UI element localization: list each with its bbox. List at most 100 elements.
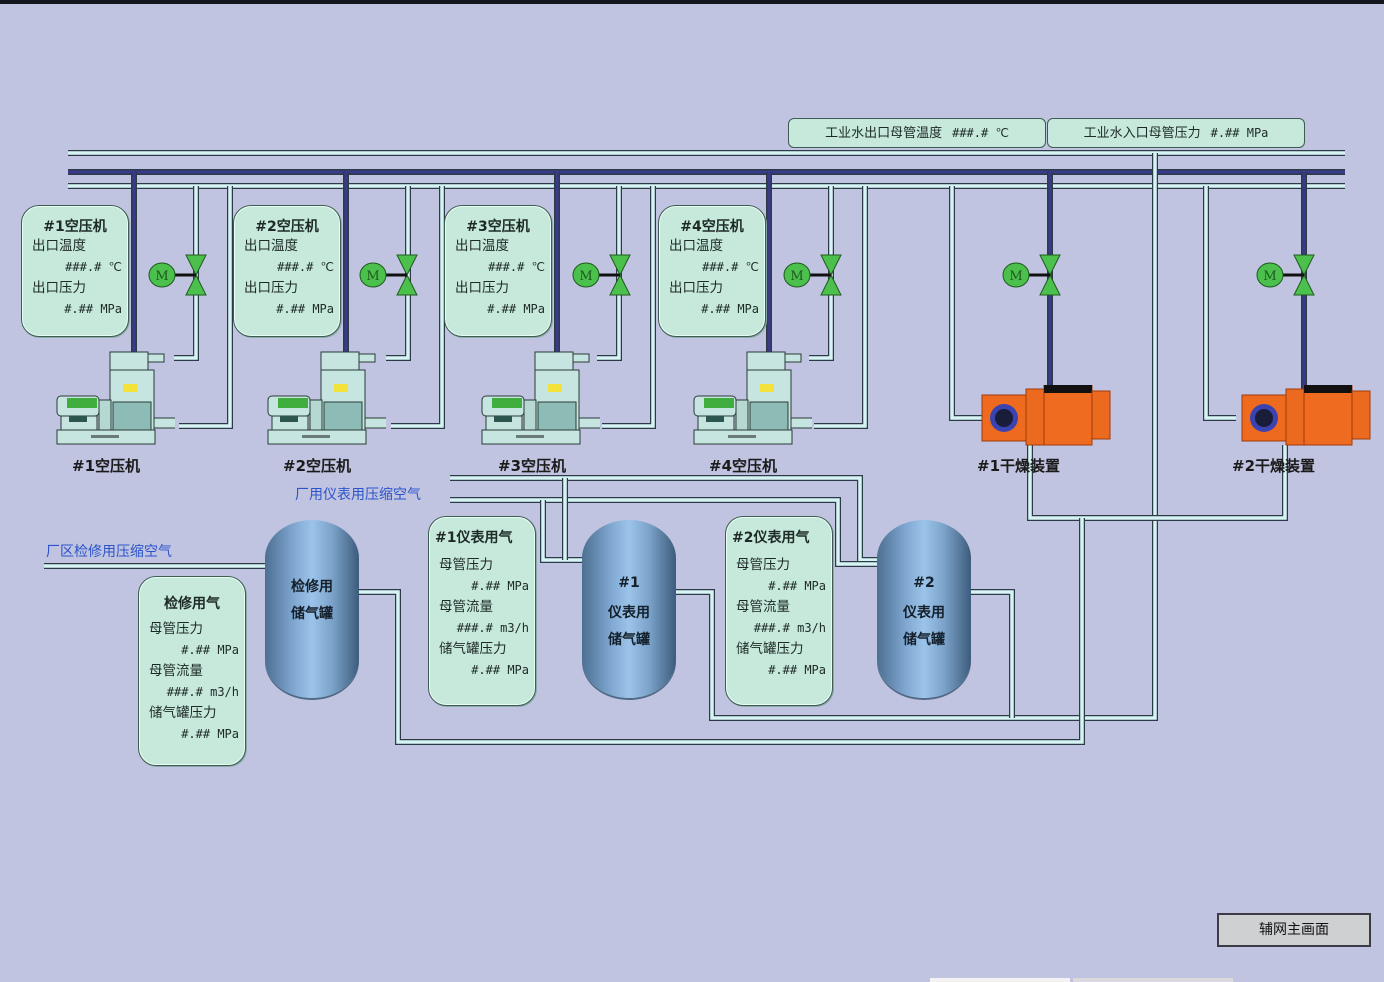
dryer-2-icon[interactable] (1240, 385, 1372, 447)
tank-label-line: #1 (618, 575, 640, 591)
tank-label-line: 仪表用 (608, 605, 650, 621)
dryer-outlet-link-core (1028, 445, 1287, 520)
tank-pressure-label: 储气罐压力 (439, 641, 507, 657)
outlet-pressure-label: 出口压力 (455, 280, 509, 296)
valve-motor-icon (1256, 262, 1284, 288)
main-pressure-value: #.## MPa (471, 579, 529, 593)
main-flow-label: 母管流量 (149, 663, 203, 679)
outlet-temp-value: ###.# ℃ (702, 260, 759, 274)
main-pressure-value: #.## MPa (181, 643, 239, 657)
air-compressor-2-icon[interactable] (266, 348, 386, 446)
water-inlet-pressure-tag: 工业水入口母管压力 #.## MPa (1047, 118, 1305, 148)
compressor-2-cooling-in (386, 186, 411, 361)
compressor-4-cooling-out (814, 186, 868, 429)
main-pressure-label: 母管压力 (439, 557, 493, 573)
dryer-1-label: #1干燥装置 (977, 457, 1061, 475)
main-flow-value: ###.# m3/h (456, 621, 529, 635)
outlet-pressure-value: #.## MPa (701, 302, 759, 316)
outlet-temp-label: 出口温度 (32, 238, 86, 254)
valve-body-icon (1039, 254, 1061, 277)
instrument-air-line-2-core (450, 498, 878, 566)
tank2-outlet-core (970, 590, 1014, 718)
outlet-pressure-value: #.## MPa (487, 302, 545, 316)
service-air-panel[interactable]: 检修用气 母管压力 #.## MPa 母管流量 ###.# m3/h 储气罐压力… (138, 576, 246, 766)
valve-motor-glyph: M (1263, 269, 1276, 284)
taskbar-item[interactable] (1073, 978, 1233, 982)
outlet-pressure-value: #.## MPa (64, 302, 122, 316)
compressor-3-cooling-in-core (597, 186, 621, 360)
valve-body-icon (396, 273, 418, 296)
motor-valve-1[interactable]: M (148, 254, 207, 296)
motor-valve-2[interactable]: M (359, 254, 418, 296)
panel-title: 检修用气 (164, 596, 220, 612)
compressor-4-cooling-in-core (809, 186, 833, 360)
compressor-3-cooling-in (597, 186, 622, 361)
taskbar-item[interactable] (930, 978, 1070, 982)
tank-pressure-value: #.## MPa (471, 663, 529, 677)
valve-motor-icon (148, 262, 176, 288)
panel-title: #2空压机 (255, 219, 319, 235)
water-outlet-temp-value: ###.# ℃ (952, 126, 1009, 140)
compressor-3-cooling-out-core (602, 186, 655, 428)
motor-valve-5[interactable]: M (1002, 254, 1061, 296)
motor-valve-6[interactable]: M (1256, 254, 1315, 296)
motor-valve-3[interactable]: M (572, 254, 631, 296)
air-compressor-1-icon[interactable] (55, 348, 175, 446)
tank-pressure-label: 储气罐压力 (736, 641, 804, 657)
dryer-2-label: #2干燥装置 (1232, 457, 1316, 475)
instrument-air-line-label: 厂用仪表用压缩空气 (295, 487, 421, 503)
compressor-1-cooling-out (179, 186, 233, 429)
air-compressor-4-icon[interactable] (692, 348, 812, 446)
service-air-tank[interactable]: 检修用 储气罐 (265, 520, 359, 698)
valve-motor-glyph: M (790, 269, 803, 284)
valve-motor-icon (572, 262, 600, 288)
tank-label-line: #2 (913, 575, 935, 591)
compressor-2-panel[interactable]: #2空压机 出口温度 ###.# ℃ 出口压力 #.## MPa (233, 205, 341, 337)
water-outlet-temp-label: 工业水出口母管温度 (825, 126, 943, 141)
tank-label-line: 储气罐 (903, 632, 945, 648)
aux-network-main-screen-button[interactable]: 辅网主画面 (1217, 913, 1371, 947)
valve-body-icon (396, 254, 418, 277)
instrument-air-tank-1[interactable]: #1 仪表用 储气罐 (582, 520, 676, 698)
motor-valve-4[interactable]: M (783, 254, 842, 296)
compressor-1-panel[interactable]: #1空压机 出口温度 ###.# ℃ 出口压力 #.## MPa (21, 205, 129, 337)
main-flow-value: ###.# m3/h (166, 685, 239, 699)
compressor-4-cooling-out-core (814, 186, 867, 428)
dryer-return-main-core (676, 153, 1157, 720)
tank2-outlet (970, 589, 1015, 718)
outlet-pressure-label: 出口压力 (32, 280, 86, 296)
valve-motor-glyph: M (579, 269, 592, 284)
valve-body-icon (1293, 273, 1315, 296)
instrument-air-tank-2[interactable]: #2 仪表用 储气罐 (877, 520, 971, 698)
compressor-3-panel[interactable]: #3空压机 出口温度 ###.# ℃ 出口压力 #.## MPa (444, 205, 552, 337)
outlet-temp-label: 出口温度 (669, 238, 723, 254)
water-inlet-pressure-value: #.## MPa (1210, 126, 1269, 140)
compressor-2-label: #2空压机 (283, 457, 352, 475)
outlet-pressure-label: 出口压力 (669, 280, 723, 296)
panel-title: #1仪表用气 (435, 530, 513, 546)
water-inlet-pressure-label: 工业水入口母管压力 (1083, 126, 1201, 141)
tank-pressure-value: #.## MPa (768, 663, 826, 677)
tank-pressure-label: 储气罐压力 (149, 705, 217, 721)
compressor-4-cooling-in (809, 186, 834, 361)
dryer-1-icon[interactable] (980, 385, 1112, 447)
valve-body-icon (820, 254, 842, 277)
compressor-4-panel[interactable]: #4空压机 出口温度 ###.# ℃ 出口压力 #.## MPa (658, 205, 766, 337)
service-air-line-label: 厂区检修用压缩空气 (46, 544, 172, 560)
instrument-air-2-panel[interactable]: #2仪表用气 母管压力 #.## MPa 母管流量 ###.# m3/h 储气罐… (725, 516, 833, 706)
air-compressor-3-icon[interactable] (480, 348, 600, 446)
outlet-pressure-value: #.## MPa (276, 302, 334, 316)
main-flow-label: 母管流量 (439, 599, 493, 615)
valve-motor-icon (1002, 262, 1030, 288)
valve-body-icon (609, 254, 631, 277)
panel-title: #1空压机 (43, 219, 107, 235)
main-pressure-value: #.## MPa (768, 579, 826, 593)
compressor-2-cooling-out-core (391, 186, 444, 428)
dryer-1-water-in (949, 186, 982, 421)
compressor-3-cooling-out (602, 186, 656, 429)
instrument-air-1-panel[interactable]: #1仪表用气 母管压力 #.## MPa 母管流量 ###.# m3/h 储气罐… (428, 516, 536, 706)
valve-body-icon (609, 273, 631, 296)
valve-body-icon (1293, 254, 1315, 277)
compressor-4-label: #4空压机 (709, 457, 778, 475)
